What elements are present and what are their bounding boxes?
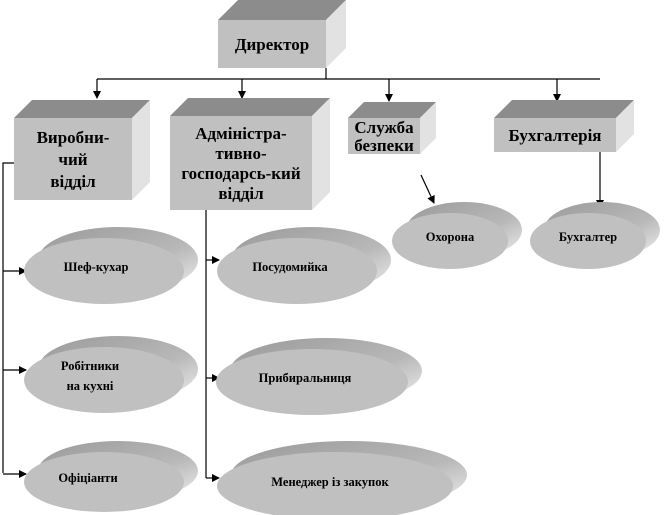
dept-production-label: відділ [50, 172, 96, 191]
ellipse-front [24, 452, 184, 512]
staff-purchasing-manager-label: Менеджер із закупок [271, 475, 389, 489]
dept-accounting[interactable]: Бухгалтерія [494, 100, 634, 152]
dept-production[interactable]: Виробни-чий відділ [14, 100, 150, 200]
box-side-face [616, 100, 634, 152]
connector-line [420, 174, 435, 204]
box-side-face [326, 0, 346, 68]
staff-waiters-label: Офіціанти [58, 471, 117, 485]
box-top-face [170, 98, 330, 116]
box-top-face [218, 0, 346, 20]
box-front-face [494, 118, 616, 152]
staff-chef-label: Шеф-кухар [64, 260, 129, 274]
dept-administrative-label: тивно- [215, 144, 267, 163]
dept-administrative-label: господарсь-кий [181, 164, 300, 183]
dept-production-label: Виробни- [37, 128, 110, 147]
ellipse-front [217, 452, 453, 515]
ellipse-front [24, 238, 184, 304]
box-top-face [14, 100, 150, 118]
connectors [2, 68, 604, 482]
box-front-face [218, 20, 326, 68]
box-top-face [494, 100, 634, 118]
dept-administrative-label: Адміністра- [195, 124, 287, 143]
staff-cleaner-label: Прибиральниця [259, 371, 352, 385]
dept-security-label: безпеки [354, 136, 414, 155]
staff-dishwasher[interactable]: Посудомийка [217, 227, 391, 304]
ellipse-front [530, 213, 646, 269]
staff-accountant-label: Бухгалтер [559, 230, 617, 244]
staff-purchasing-manager[interactable]: Менеджер із закупок [217, 441, 467, 515]
director-box-label: Директор [235, 35, 309, 54]
box-front-face [170, 116, 312, 210]
ellipse-front [216, 349, 408, 415]
staff-guard[interactable]: Охорона [392, 202, 522, 269]
staff-accountant[interactable]: Бухгалтер [530, 202, 660, 269]
box-side-face [132, 100, 150, 200]
ellipse-front [392, 213, 508, 269]
staff-kitchen-workers[interactable]: Робітники на кухні [24, 336, 198, 413]
dept-production-label: чий [58, 150, 87, 169]
staff-kitchen-workers-label: на кухні [67, 379, 114, 393]
dept-security-label: Служба [354, 118, 414, 137]
connector-line [2, 162, 14, 473]
box-side-face [312, 98, 330, 210]
staff-guard-label: Охорона [426, 230, 475, 244]
staff-kitchen-workers-label: Робітники [61, 359, 119, 373]
box-front-face [348, 118, 420, 154]
ellipse-front [217, 238, 377, 304]
ellipse-front [24, 347, 184, 413]
staff-dishwasher-label: Посудомийка [252, 260, 328, 274]
dept-administrative-label: відділ [218, 184, 264, 203]
staff-chef[interactable]: Шеф-кухар [24, 227, 198, 304]
staff-waiters[interactable]: Офіціанти [24, 441, 198, 512]
director-box[interactable]: Директор [218, 0, 346, 68]
box-side-face [420, 102, 436, 154]
dept-accounting-label: Бухгалтерія [509, 126, 602, 145]
box-front-face [14, 118, 132, 200]
staff-cleaner[interactable]: Прибиральниця [216, 338, 422, 415]
box-top-face [348, 102, 436, 118]
